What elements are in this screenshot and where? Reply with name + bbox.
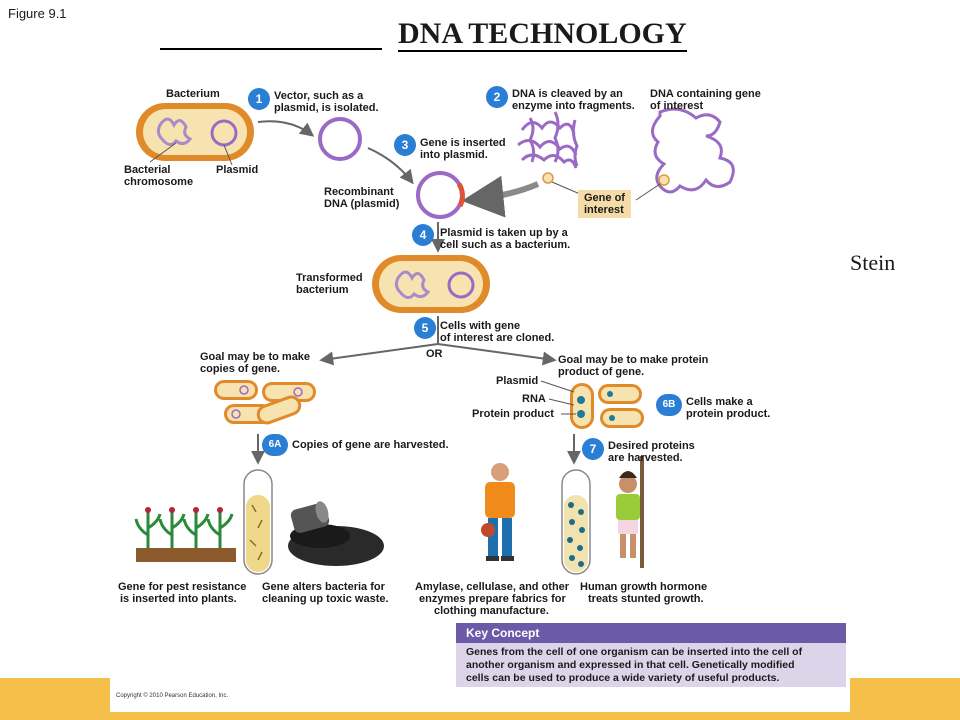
key-concept-line-3: cells can be used to produce a wide vari…	[466, 672, 780, 684]
girl-illustration	[616, 456, 644, 568]
key-concept-line-1: Genes from the cell of one organism can …	[466, 646, 803, 658]
step-4-line1: Plasmid is taken up by a	[440, 227, 568, 239]
figure-label: Figure 9.1	[8, 6, 67, 21]
bacterium-illustration	[136, 103, 254, 161]
step-5-line2: of interest are cloned.	[440, 332, 555, 344]
cloned-bacteria-left	[214, 380, 316, 425]
label-pest-1: Gene for pest resistance	[118, 581, 247, 593]
plasmid-illustration	[318, 117, 362, 161]
label-hgh-2: treats stunted growth.	[588, 593, 704, 605]
label-amylase-1: Amylase, cellulase, and other	[415, 581, 570, 593]
key-concept-line-2: another organism and expressed in that c…	[466, 659, 795, 671]
step-6a-line1: Copies of gene are harvested.	[292, 439, 449, 451]
label-gene-interest-2: interest	[584, 204, 624, 216]
label-goal-copies-1: Goal may be to make	[200, 351, 311, 363]
label-transformed-1: Transformed	[296, 272, 363, 284]
gene-of-interest-box: Gene of interest	[578, 190, 631, 218]
step-4-line2: cell such as a bacterium.	[440, 239, 571, 251]
title-underline	[160, 48, 382, 50]
step-badge-7: 7	[582, 438, 604, 460]
step-3-line1: Gene is inserted	[420, 137, 506, 149]
key-concept-heading: Key Concept	[456, 623, 846, 643]
step-badge-4: 4	[412, 224, 434, 246]
label-plasmid-2: Plasmid	[496, 375, 539, 387]
author-name: Stein	[850, 250, 896, 275]
transformed-bacterium-illustration	[372, 255, 490, 313]
label-goal-protein-1: Goal may be to make protein	[558, 354, 709, 366]
step-3-line2: into plasmid.	[420, 149, 488, 161]
step-7-line1: Desired proteins	[608, 440, 695, 452]
title-text: DNA TECHNOLOGY	[398, 17, 687, 52]
label-goal-protein-2: product of gene.	[558, 366, 645, 378]
label-or: OR	[426, 348, 443, 360]
copyright-text: Copyright © 2010 Pearson Education, Inc.	[116, 693, 229, 699]
label-protein-product: Protein product	[472, 408, 554, 420]
test-tube-gene-copies	[243, 469, 273, 575]
label-toxic-2: cleaning up toxic waste.	[262, 593, 389, 605]
label-transformed-2: bacterium	[296, 284, 349, 296]
step-badge-5: 5	[414, 317, 436, 339]
key-concept-box: Key Concept Genes from the cell of one o…	[456, 623, 846, 687]
dna-with-gene-illustration	[651, 107, 735, 194]
toxic-waste-illustration	[288, 501, 384, 566]
label-recombinant-1: Recombinant	[324, 186, 394, 198]
label-bacterial-chromosome-2: chromosome	[124, 176, 194, 188]
step-6b-line1: Cells make a	[686, 396, 753, 408]
step-badge-1: 1	[248, 88, 270, 110]
label-amylase-3: clothing manufacture.	[434, 605, 549, 617]
label-bacterium: Bacterium	[166, 88, 220, 100]
test-tube-proteins	[561, 469, 591, 575]
label-dna-gene-1: DNA containing gene	[650, 88, 761, 100]
step-6b-line2: protein product.	[686, 408, 771, 420]
step-1-line2: plasmid, is isolated.	[274, 102, 379, 114]
key-concept-body: Genes from the cell of one organism can …	[456, 643, 846, 687]
corn-plants-illustration	[134, 507, 236, 562]
step-2-line2: enzyme into fragments.	[512, 100, 635, 112]
dna-fragments-illustration	[517, 111, 579, 169]
boy-illustration	[481, 463, 515, 561]
label-pest-2: is inserted into plants.	[120, 593, 237, 605]
step-1-line1: Vector, such as a	[274, 90, 364, 102]
label-bacterial-chromosome-1: Bacterial	[124, 164, 171, 176]
page-title: DNA TECHNOLOGY	[160, 18, 712, 52]
label-gene-interest-1: Gene of	[584, 192, 625, 204]
label-plasmid: Plasmid	[216, 164, 259, 176]
recombinant-plasmid-illustration	[416, 171, 464, 219]
label-rna: RNA	[522, 393, 546, 405]
label-goal-copies-2: copies of gene.	[200, 363, 281, 375]
label-recombinant-2: DNA (plasmid)	[324, 198, 400, 210]
step-badge-6b: 6B	[656, 394, 682, 416]
step-badge-3: 3	[394, 134, 416, 156]
label-amylase-2: enzymes prepare fabrics for	[419, 593, 566, 605]
step-5-line1: Cells with gene	[440, 320, 521, 332]
step-7-line2: are harvested.	[608, 452, 683, 464]
label-dna-gene-2: of interest	[650, 100, 704, 112]
label-hgh-1: Human growth hormone	[580, 581, 708, 593]
step-badge-2: 2	[486, 86, 508, 108]
step-badge-6a: 6A	[262, 434, 288, 456]
step-2-line1: DNA is cleaved by an	[512, 88, 623, 100]
cloned-bacteria-right	[570, 383, 644, 429]
label-toxic-1: Gene alters bacteria for	[262, 581, 385, 593]
